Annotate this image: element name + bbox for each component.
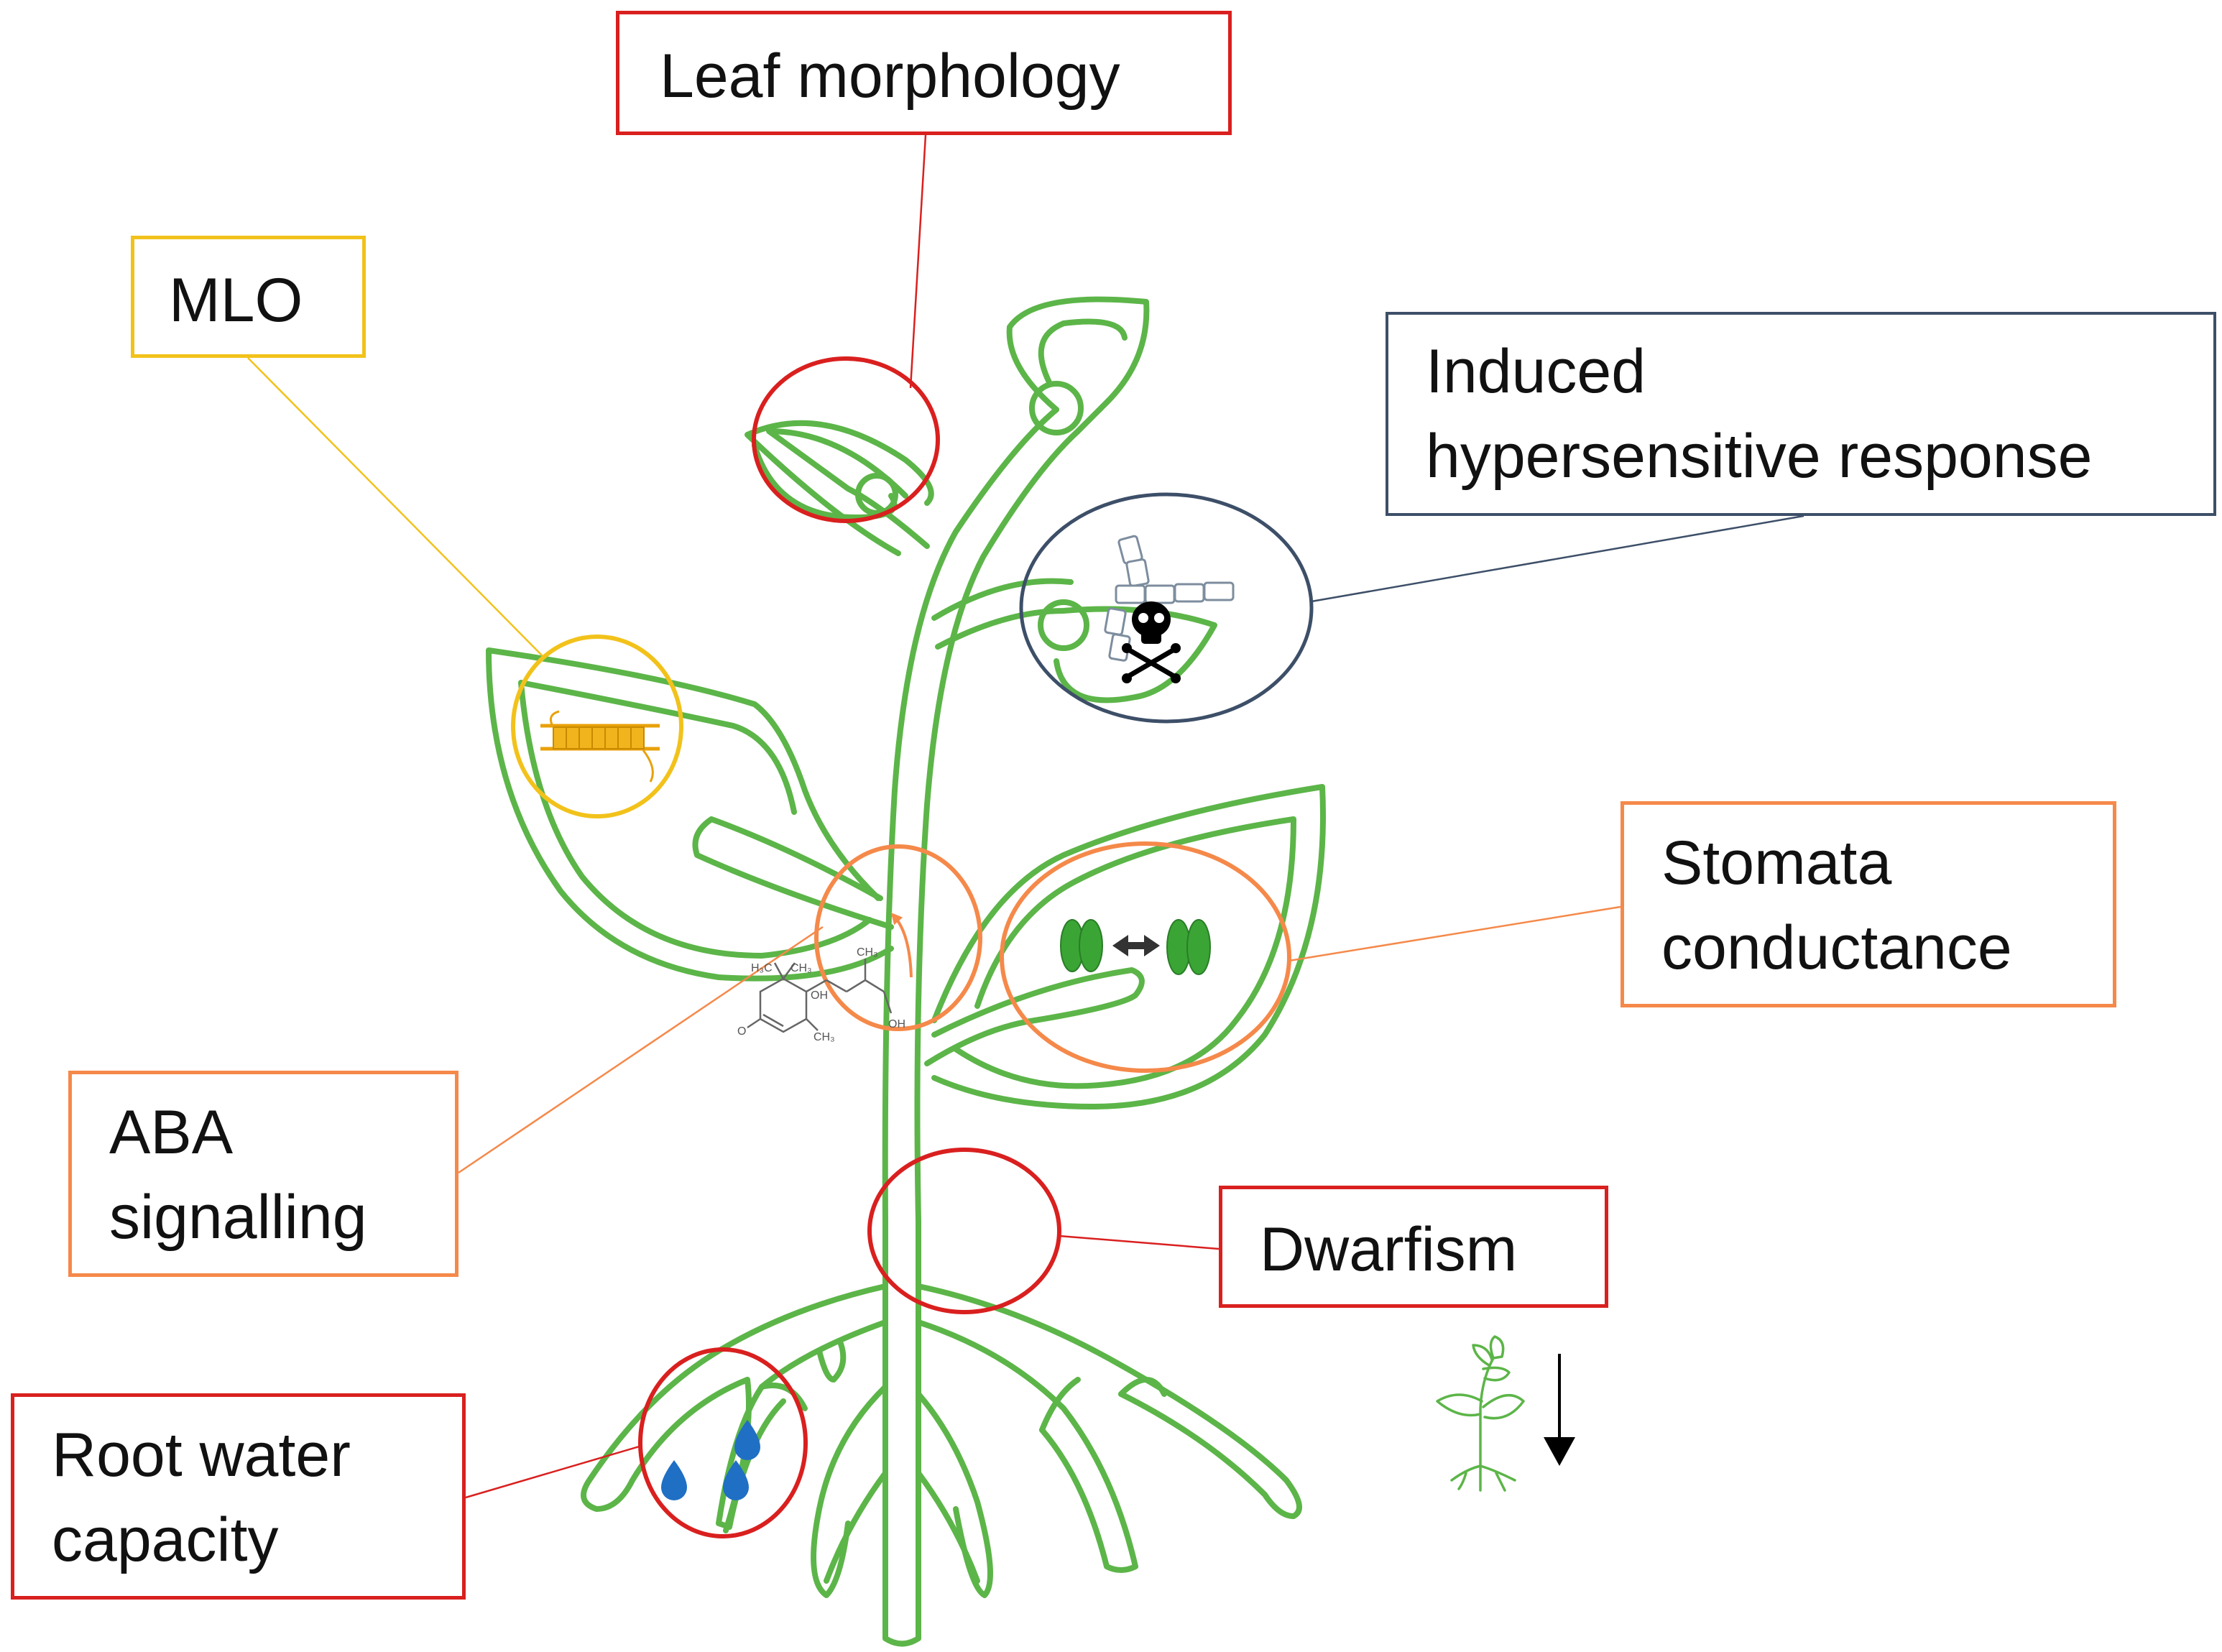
svg-text:OH: OH bbox=[811, 989, 828, 1002]
aba-label: ABA signalling bbox=[68, 1071, 458, 1277]
water-drop-icon bbox=[661, 1420, 760, 1500]
double-arrow-icon bbox=[1112, 935, 1160, 956]
hr-connector bbox=[1311, 514, 1804, 603]
leaf-morphology-connector bbox=[909, 134, 927, 389]
mlo-circle bbox=[511, 635, 683, 818]
aba-molecule-icon bbox=[747, 959, 893, 1033]
induced-hr-label: Induced hypersensitive response bbox=[1386, 312, 2216, 516]
arrow-down-icon bbox=[1544, 1354, 1575, 1466]
svg-text:OH: OH bbox=[888, 1018, 905, 1030]
stomata-connector bbox=[1289, 905, 1621, 962]
dwarfism-circle bbox=[867, 1148, 1061, 1314]
svg-text:O: O bbox=[737, 1025, 746, 1038]
mlo-protein-icon bbox=[540, 710, 660, 783]
hr-circle bbox=[1019, 492, 1314, 724]
stomata-icon bbox=[1060, 919, 1211, 975]
root-water-label: Root water capacity bbox=[11, 1393, 466, 1600]
root-water-connector bbox=[465, 1444, 642, 1499]
svg-text:CH₃: CH₃ bbox=[813, 1031, 835, 1043]
hyphae-icon bbox=[1104, 535, 1235, 662]
aba-circle bbox=[814, 844, 982, 1031]
stomata-circle bbox=[1000, 841, 1291, 1073]
plant-outline-icon bbox=[486, 296, 1326, 1647]
root-water-circle bbox=[638, 1347, 808, 1538]
mlo-label: MLO bbox=[131, 236, 366, 358]
dwarfism-connector bbox=[1059, 1235, 1220, 1250]
leaf-morphology-label: Leaf morphology bbox=[616, 11, 1232, 135]
dwarfism-label: Dwarfism bbox=[1219, 1186, 1608, 1308]
svg-text:CH₃: CH₃ bbox=[857, 946, 878, 959]
stomata-label: Stomata conductance bbox=[1621, 801, 2116, 1007]
arrow-up-icon bbox=[890, 912, 913, 978]
aba-molecule-labels: H₃C CH₃ CH₃ OH CH₃ O OH bbox=[737, 946, 905, 1043]
mlo-connector bbox=[247, 357, 545, 659]
mini-plant-icon bbox=[1436, 1335, 1525, 1492]
skull-crossbones-icon bbox=[1122, 601, 1181, 683]
aba-connector bbox=[458, 926, 824, 1174]
svg-text:H₃C: H₃C bbox=[751, 962, 773, 974]
svg-text:CH₃: CH₃ bbox=[790, 962, 812, 974]
leaf-morphology-circle bbox=[752, 356, 940, 523]
